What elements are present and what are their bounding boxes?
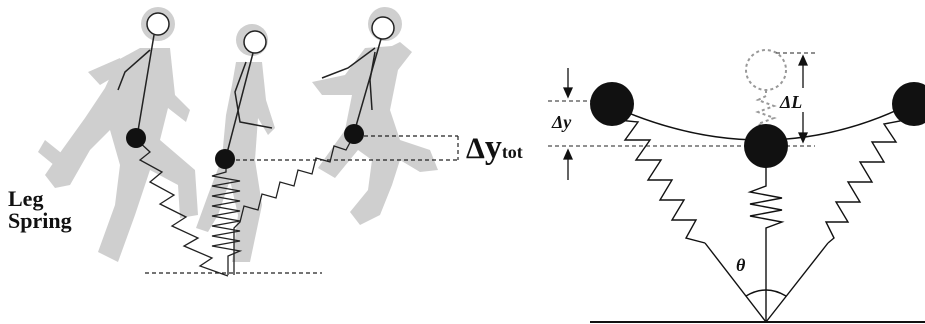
leg-lines [704,232,829,323]
delta-sub: tot [502,142,523,162]
theta-arc [745,289,787,297]
mass-center [744,124,788,168]
leg-label: Leg [8,186,43,211]
delta-y-reference-lines [145,135,459,274]
center-spring [747,162,785,232]
delta-L-label: ΔL [779,92,802,112]
delta-y-label: Δy [551,112,572,132]
spring-label: Spring [8,208,72,233]
right-springs [617,119,906,244]
delta-symbol: Δ [466,132,485,165]
delta-y-arrows [562,68,574,180]
mass-point-1 [126,128,146,148]
mass-point-2 [215,149,235,169]
right-masses [590,82,925,168]
right-panel: Δy ΔL θ [548,49,925,323]
leg-springs [136,134,355,277]
runner-silhouette-1 [38,7,198,262]
delta-var: y [485,129,502,166]
right-leg-spring [824,119,906,244]
mass-left [590,82,634,126]
theta-label: θ [736,255,746,275]
stick-figures [117,12,395,158]
uncompressed-mass [745,49,787,91]
left-leg-spring [617,119,706,244]
left-panel: Leg Spring Δytot [8,7,523,277]
mass-right [892,82,925,126]
uncompressed-spring [755,90,777,129]
delta-y-tot-label: Δytot [466,129,523,166]
mass-points [126,124,364,169]
runner-silhouette-3 [312,7,438,225]
mass-point-3 [344,124,364,144]
